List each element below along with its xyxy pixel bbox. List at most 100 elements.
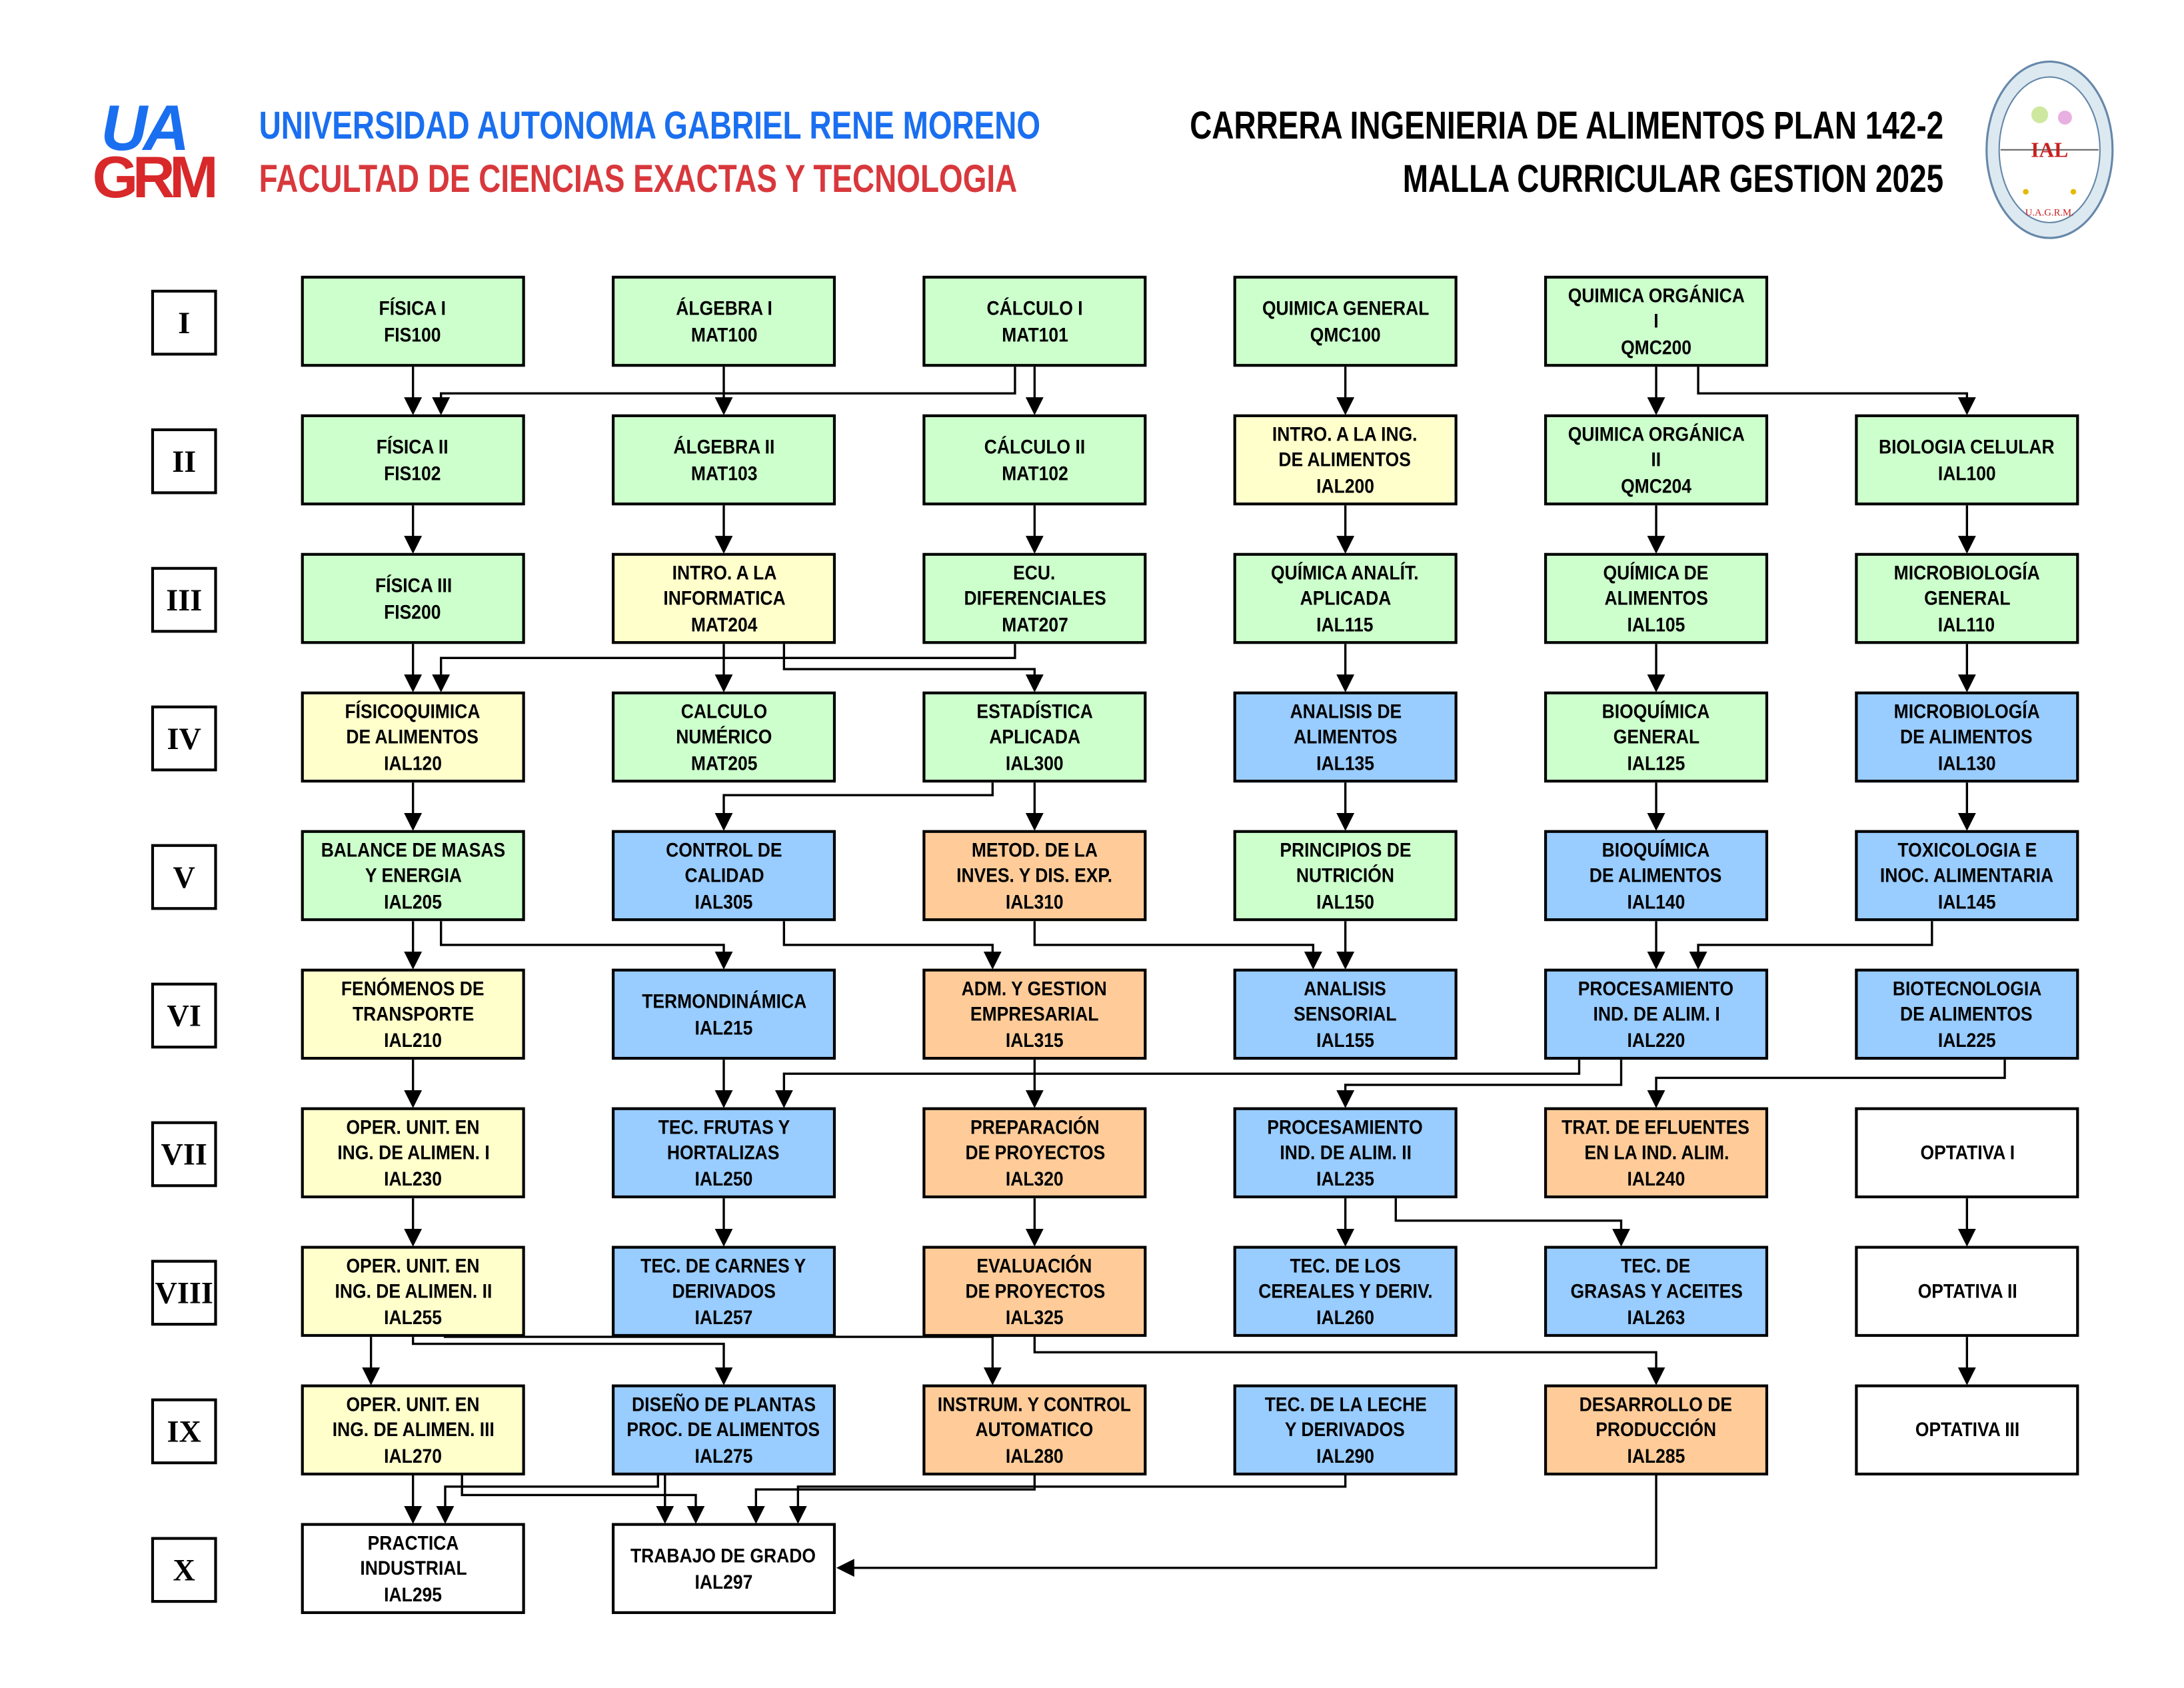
semester-label: IX bbox=[151, 1398, 217, 1465]
course-code: IAL257 bbox=[694, 1305, 753, 1328]
course-name: ALIMENTOS bbox=[1604, 586, 1708, 610]
course-name: DE ALIMENTOS bbox=[1590, 864, 1723, 887]
svg-text:IAL: IAL bbox=[2031, 138, 2068, 161]
prerequisite-arrow bbox=[746, 1475, 1036, 1524]
course-code: FIS102 bbox=[384, 461, 442, 484]
prerequisite-arrow bbox=[436, 1475, 659, 1524]
course-name: EMPRESARIAL bbox=[970, 1002, 1099, 1026]
course-box: OPTATIVA I bbox=[1855, 1107, 2079, 1199]
course-code: IAL140 bbox=[1627, 890, 1685, 913]
course-name: EN LA IND. ALIM. bbox=[1584, 1141, 1729, 1164]
course-name: INFORMATICA bbox=[662, 586, 785, 610]
course-name: INTRO. A LA ING. bbox=[1272, 422, 1418, 445]
prerequisite-arrow bbox=[1647, 1060, 2006, 1108]
course-code: IAL225 bbox=[1937, 1028, 1996, 1052]
course-name: IND. DE ALIM. II bbox=[1279, 1141, 1412, 1164]
course-code: IAL263 bbox=[1627, 1305, 1685, 1328]
course-name: CÁLCULO II bbox=[984, 435, 1086, 458]
course-name: OPER. UNIT. EN bbox=[346, 1392, 480, 1415]
course-name: TRABAJO DE GRADO bbox=[631, 1543, 816, 1567]
course-name: BALANCE DE MASAS bbox=[321, 838, 505, 861]
faculty-name: FACULTAD DE CIENCIAS EXACTAS Y TECNOLOGI… bbox=[259, 157, 1018, 201]
course-code: IAL150 bbox=[1316, 890, 1375, 913]
course-name: DIFERENCIALES bbox=[963, 586, 1106, 610]
course-code: QMC204 bbox=[1621, 474, 1691, 497]
semester-label: III bbox=[151, 566, 217, 633]
course-name: OPER. UNIT. EN bbox=[346, 1115, 480, 1138]
course-code: MAT103 bbox=[690, 461, 757, 484]
course-name: INDUSTRIAL bbox=[359, 1557, 467, 1580]
course-name: TOXICOLOGIA E bbox=[1897, 838, 2037, 861]
course-name: GENERAL bbox=[1923, 586, 2011, 610]
course-name: I bbox=[1653, 309, 1659, 333]
course-name: MICROBIOLOGÍA bbox=[1893, 560, 2040, 584]
course-name: IND. DE ALIM. I bbox=[1592, 1002, 1720, 1026]
course-name: ING. DE ALIMEN. III bbox=[332, 1418, 495, 1441]
course-code: IAL235 bbox=[1316, 1167, 1375, 1190]
course-name: QUIMICA ORGÁNICA bbox=[1568, 283, 1745, 307]
course-name: FÍSICOQUIMICA bbox=[345, 699, 481, 722]
course-code: IAL325 bbox=[1005, 1305, 1064, 1328]
course-name: ING. DE ALIMEN. II bbox=[334, 1279, 492, 1303]
course-code: IAL130 bbox=[1937, 751, 1996, 774]
course-name: CÁLCULO I bbox=[986, 297, 1083, 319]
course-name: PREPARACIÓN bbox=[970, 1115, 1100, 1138]
course-box: OPTATIVA III bbox=[1855, 1384, 2079, 1476]
course-name: FÍSICA II bbox=[377, 435, 449, 458]
course-name: MICROBIOLOGÍA bbox=[1893, 699, 2040, 722]
course-name: PRACTICA bbox=[367, 1531, 459, 1554]
prerequisite-arrow bbox=[1697, 367, 1976, 416]
course-code: IAL297 bbox=[694, 1569, 753, 1593]
course-name: FÍSICA III bbox=[375, 574, 452, 596]
course-name: DE ALIMENTOS bbox=[1901, 725, 2033, 748]
course-name: ANALISIS bbox=[1304, 976, 1387, 1000]
semester-label: II bbox=[151, 428, 217, 494]
course-name: ÁLGEBRA II bbox=[673, 435, 774, 458]
course-code: FIS100 bbox=[384, 323, 442, 345]
course-name: PROCESAMIENTO bbox=[1578, 976, 1734, 1000]
course-box: MICROBIOLOGÍA DE ALIMENTOS IAL130 bbox=[1855, 691, 2079, 783]
course-name: EVALUACIÓN bbox=[976, 1254, 1092, 1277]
course-code: IAL300 bbox=[1005, 751, 1064, 774]
prerequisite-arrow bbox=[714, 782, 994, 831]
prerequisite-arrow bbox=[440, 921, 733, 970]
semester-label: VII bbox=[151, 1121, 217, 1188]
prerequisite-arrow bbox=[432, 644, 1016, 692]
course-code: IAL125 bbox=[1627, 751, 1685, 774]
semester-label: VI bbox=[151, 982, 217, 1049]
course-name: PROC. DE ALIMENTOS bbox=[627, 1418, 820, 1441]
course-code: MAT204 bbox=[690, 612, 757, 636]
course-name: CALIDAD bbox=[684, 864, 764, 887]
course-name: APLICADA bbox=[1300, 586, 1392, 610]
course-name: DE ALIMENTOS bbox=[1279, 448, 1412, 471]
course-name: INOC. ALIMENTARIA bbox=[1880, 864, 2054, 887]
course-name: TEC. DE CARNES Y bbox=[640, 1254, 807, 1277]
course-code: IAL305 bbox=[694, 890, 753, 913]
course-name: DE PROYECTOS bbox=[964, 1279, 1105, 1303]
course-name: Y DERIVADOS bbox=[1285, 1418, 1406, 1441]
course-name: Y ENERGIA bbox=[365, 864, 462, 887]
course-code: IAL220 bbox=[1627, 1028, 1685, 1052]
course-box: ÁLGEBRA II MAT103 bbox=[611, 414, 836, 506]
